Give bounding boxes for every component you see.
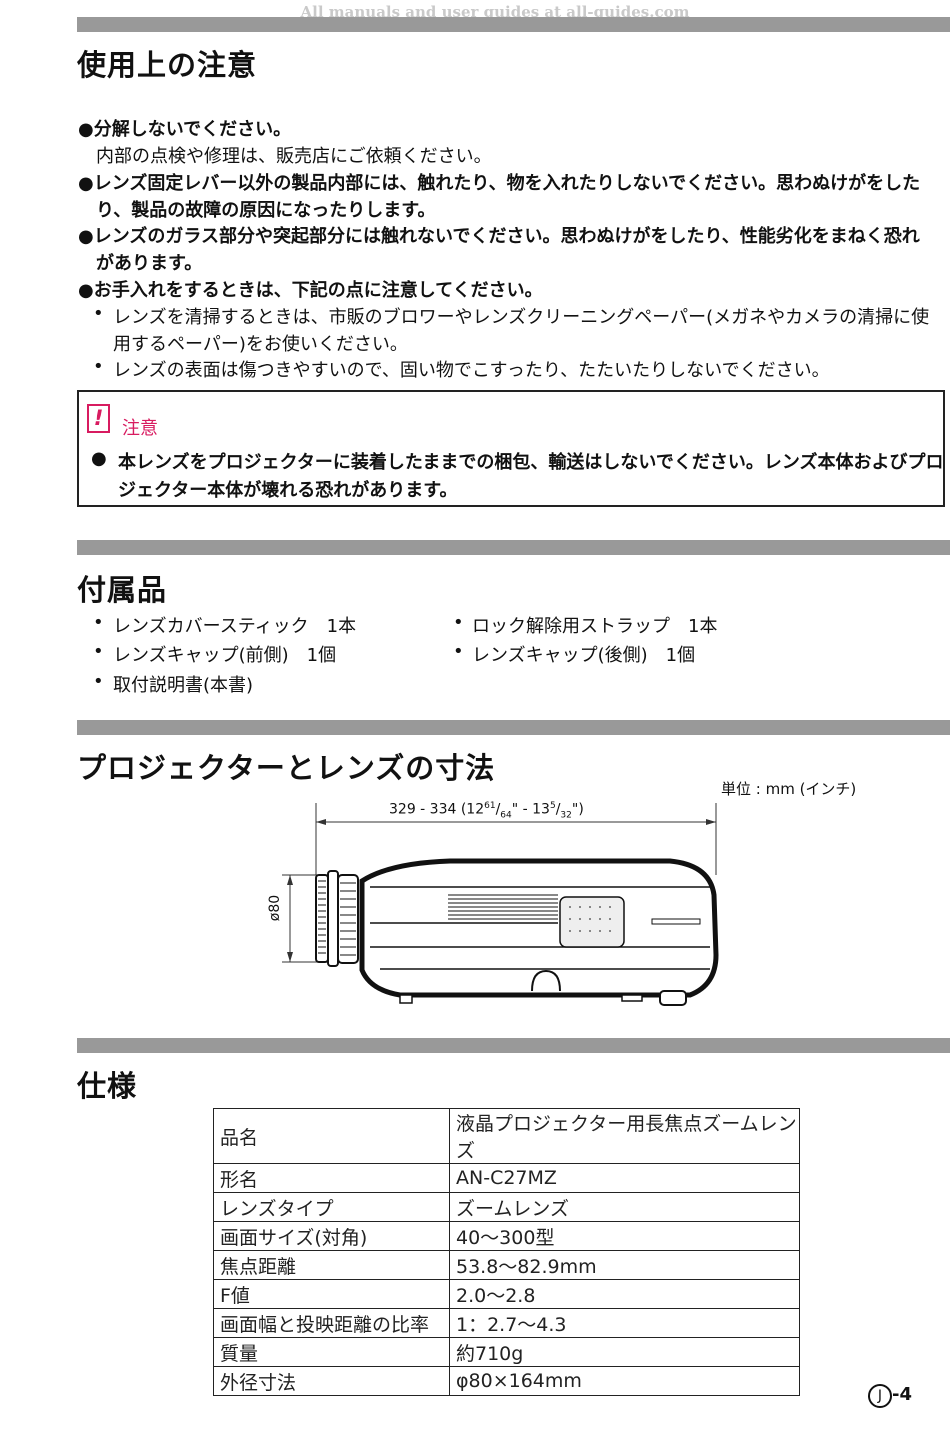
spec-key: 形名	[213, 1163, 450, 1193]
accessory-item: レンズキャップ(後側) 1個	[472, 645, 696, 666]
care-sub-item: レンズの表面は傷つきやすいので、固い物でこすったり、たたいたりしないでください。	[113, 360, 830, 381]
section-title-precautions: 使用上の注意	[77, 48, 258, 82]
spec-key: 焦点距離	[213, 1250, 450, 1280]
spec-value: AN-C27MZ	[449, 1163, 800, 1193]
length-dimension-label: 329 - 334 (1261/64" - 135/32")	[389, 801, 584, 821]
section-title-accessories: 付属品	[77, 573, 168, 607]
table-row: 質量約710g	[213, 1337, 800, 1367]
spec-key: 画面サイズ(対角)	[213, 1221, 450, 1251]
precaution-item: ●分解しないでください。	[78, 119, 292, 140]
caution-box: ! 注意 ● 本レンズをプロジェクターに装着したままでの梱包、輸送はしないでくだ…	[77, 390, 945, 507]
precaution-item: ●お手入れをするときは、下記の点に注意してください。	[78, 280, 543, 301]
caution-label: 注意	[122, 418, 158, 439]
bullet: •	[93, 356, 104, 377]
page-number-value: -4	[892, 1384, 912, 1405]
bullet: •	[453, 641, 464, 662]
spec-value: 約710g	[449, 1337, 800, 1367]
bullet: •	[93, 641, 104, 662]
exclamation-icon: !	[87, 404, 110, 433]
precaution-item: ●レンズ固定レバー以外の製品内部には、触れたり、物を入れたりしないでください。思…	[78, 173, 921, 194]
care-sub-item-cont: 用するペーパー)をお使いください。	[113, 334, 408, 355]
bullet: •	[93, 671, 104, 692]
accessory-item: 取付説明書(本書)	[113, 675, 254, 696]
section-title-dimensions: プロジェクターとレンズの寸法	[77, 751, 496, 785]
precaution-body: 内部の点検や修理は、販売店にご依頼ください。	[96, 146, 492, 167]
table-row: 画面サイズ(対角)40〜300型	[213, 1221, 800, 1251]
bullet: •	[93, 303, 104, 324]
section-bar	[77, 1038, 950, 1053]
section-bar	[77, 540, 950, 555]
accessory-item: レンズキャップ(前側) 1個	[113, 645, 337, 666]
watermark: All manuals and user guides at all-guide…	[300, 3, 690, 21]
caution-text: 本レンズをプロジェクターに装着したままでの梱包、輸送はしないでください。レンズ本…	[118, 452, 944, 473]
projector-drawing	[282, 803, 719, 1006]
spec-key: レンズタイプ	[213, 1192, 450, 1222]
accessory-item: レンズカバースティック 1本	[113, 616, 357, 637]
spec-key: 画面幅と投映距離の比率	[213, 1308, 450, 1338]
table-row: 品名液晶プロジェクター用長焦点ズームレンズ	[213, 1108, 800, 1164]
spec-value: 53.8〜82.9mm	[449, 1250, 800, 1280]
table-row: レンズタイプズームレンズ	[213, 1192, 800, 1222]
spec-value: 液晶プロジェクター用長焦点ズームレンズ	[449, 1108, 800, 1164]
spec-key: 品名	[213, 1108, 450, 1164]
precaution-item-cont: があります。	[96, 253, 203, 274]
spec-value: 1：2.7〜4.3	[449, 1308, 800, 1338]
bullet: •	[93, 612, 104, 633]
caution-bullet: ●	[91, 448, 107, 469]
caution-text-cont: ジェクター本体が壊れる恐れがあります。	[118, 480, 458, 501]
page-language-badge: J	[868, 1384, 892, 1408]
spec-key: 外径寸法	[213, 1366, 450, 1396]
spec-key: 質量	[213, 1337, 450, 1367]
accessory-item: ロック解除用ストラップ 1本	[472, 616, 718, 637]
spec-value: φ80×164mm	[449, 1366, 800, 1396]
care-sub-item: レンズを清掃するときは、市販のブロワーやレンズクリーニングペーパー(メガネやカメ…	[113, 307, 930, 328]
unit-label: 単位 : mm (インチ)	[721, 780, 857, 798]
section-bar	[77, 17, 950, 32]
precaution-item: ●レンズのガラス部分や突起部分には触れないでください。思わぬけがをしたり、性能劣…	[78, 226, 920, 247]
spec-value: 40〜300型	[449, 1221, 800, 1251]
spec-value: ズームレンズ	[449, 1192, 800, 1222]
section-title-specifications: 仕様	[77, 1069, 138, 1103]
spec-key: F値	[213, 1279, 450, 1309]
page-number: J-4	[868, 1384, 912, 1408]
bullet: •	[453, 612, 464, 633]
precaution-item-cont: り、製品の故障の原因になったりします。	[96, 200, 436, 221]
spec-value: 2.0〜2.8	[449, 1279, 800, 1309]
section-bar	[77, 720, 950, 735]
